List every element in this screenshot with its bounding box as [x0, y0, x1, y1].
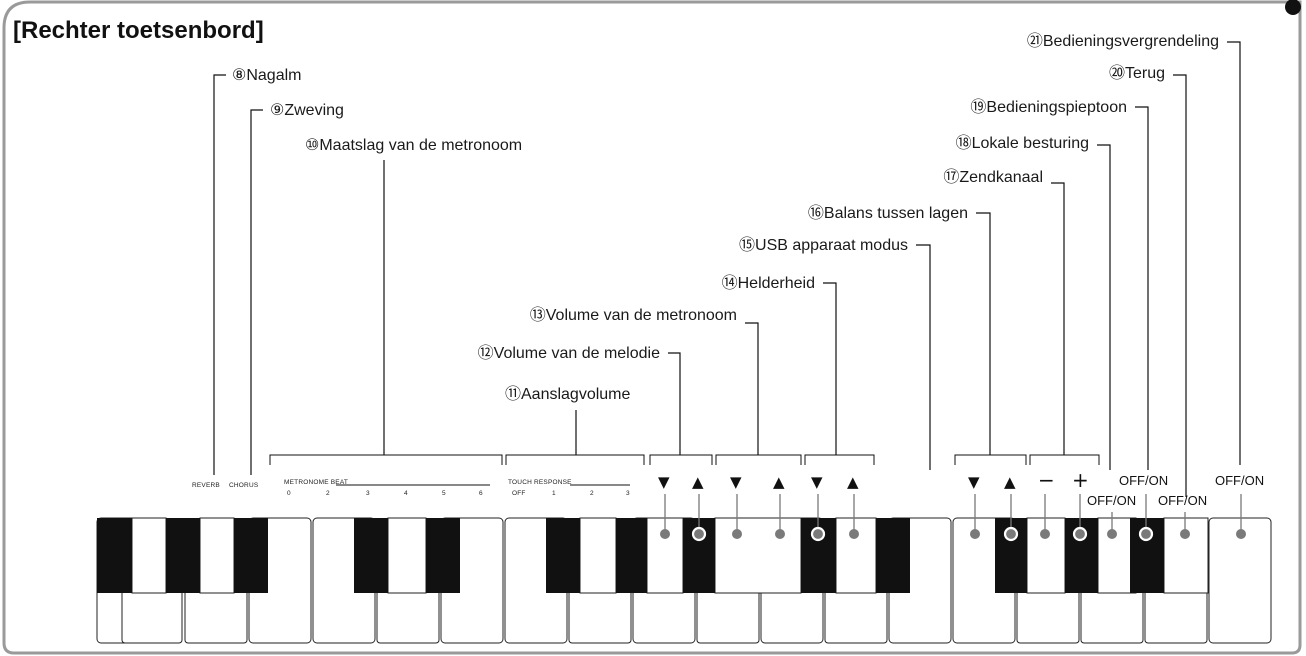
- white-key-top: [579, 517, 617, 594]
- beat-tick: 5: [442, 490, 446, 497]
- white-key-top: [835, 517, 877, 594]
- black-key: [426, 518, 460, 593]
- key-marker: [691, 526, 707, 542]
- key-marker: [732, 529, 742, 539]
- up-arrow-icon: ▲: [847, 473, 859, 491]
- panel-labels: REVERB CHORUS METRONOME BEAT 0 2 3 4 5 6…: [192, 468, 1264, 508]
- beat-tick: 3: [366, 490, 370, 497]
- touch-tick: 3: [626, 490, 630, 497]
- white-key-top: [714, 517, 802, 594]
- off-on-label: OFF/ON: [1087, 493, 1136, 508]
- white-key-tops: [131, 517, 1209, 594]
- key-marker: [1180, 529, 1190, 539]
- callout-back: ⑳Terug: [1109, 64, 1165, 82]
- callout-metronome-volume: ⑬Volume van de metronoom: [530, 306, 737, 324]
- beat-tick: 2: [326, 490, 330, 497]
- black-key: [876, 518, 910, 593]
- black-key: [546, 518, 580, 593]
- black-key: [234, 518, 268, 593]
- white-key-top: [131, 517, 167, 594]
- white-key: [824, 589, 888, 644]
- beat-tick: 4: [404, 490, 408, 497]
- touch-tick: OFF: [512, 490, 526, 497]
- white-key-top: [199, 517, 235, 594]
- page-title: [Rechter toetsenbord]: [13, 17, 264, 44]
- white-key-top: [387, 517, 427, 594]
- beat-tick: 0: [287, 490, 291, 497]
- key-marker: [970, 529, 980, 539]
- down-arrow-icon: ▼: [811, 473, 823, 491]
- key-marker: [1072, 526, 1088, 542]
- up-arrow-icon: ▲: [692, 473, 704, 491]
- down-arrow-icon: ▼: [658, 473, 670, 491]
- callout-reverb: ⑧Nagalm: [232, 67, 301, 84]
- plus-icon: +: [1072, 468, 1089, 492]
- white-key: [121, 589, 183, 644]
- chorus-label: CHORUS: [229, 482, 259, 489]
- callout-operation-lock: ㉑Bedieningsvergrendeling: [1027, 32, 1219, 50]
- black-keys: [97, 518, 1164, 593]
- white-key: [1080, 589, 1144, 644]
- white-key: [1016, 589, 1080, 644]
- white-key-top: [1163, 517, 1209, 594]
- key-marker: [1107, 529, 1117, 539]
- metronome-beat-label: METRONOME BEAT: [284, 479, 348, 486]
- key-marker: [775, 529, 785, 539]
- minus-icon: −: [1038, 468, 1055, 492]
- callouts: ⑧Nagalm ⑨Zweving ⑩Maatslag van de metron…: [232, 32, 1219, 403]
- down-arrow-icon: ▼: [968, 473, 980, 491]
- key-marker: [849, 529, 859, 539]
- key-marker: [1236, 529, 1246, 539]
- touch-tick: 2: [590, 490, 594, 497]
- off-on-label: OFF/ON: [1119, 473, 1168, 488]
- black-key: [354, 518, 388, 593]
- off-on-label: OFF/ON: [1158, 493, 1207, 508]
- black-key: [166, 518, 200, 593]
- off-on-label: OFF/ON: [1215, 473, 1264, 488]
- white-key: [696, 589, 760, 644]
- leader-lines: [213, 41, 1241, 497]
- black-key: [97, 518, 132, 593]
- key-marker: [1138, 526, 1154, 542]
- callout-send-channel: ⑰Zendkanaal: [943, 168, 1043, 186]
- key-marker: [810, 526, 826, 542]
- white-key: [1208, 517, 1272, 644]
- key-markers: [660, 494, 1246, 542]
- callout-brightness: ⑭Helderheid: [722, 274, 815, 292]
- callout-local-control: ⑱Lokale besturing: [956, 134, 1089, 152]
- callout-layer-balance: ⑯Balans tussen lagen: [808, 204, 968, 222]
- key-marker: [1003, 526, 1019, 542]
- corner-dot: [1285, 0, 1301, 15]
- callout-touch-volume: ⑪Aanslagvolume: [505, 385, 631, 403]
- reverb-label: REVERB: [192, 482, 220, 489]
- white-key: [568, 589, 632, 644]
- group-brackets: [269, 454, 1100, 465]
- key-marker: [660, 529, 670, 539]
- touch-response-label: TOUCH RESPONSE: [508, 479, 572, 486]
- callout-operation-tone: ⑲Bedieningspieptoon: [970, 98, 1127, 116]
- touch-tick: 1: [552, 490, 556, 497]
- callout-usb-mode: ⑮USB apparaat modus: [739, 236, 908, 254]
- beat-tick: 6: [479, 490, 483, 497]
- white-key-top: [1097, 517, 1137, 594]
- black-key: [616, 518, 647, 593]
- white-key: [376, 589, 440, 644]
- up-arrow-icon: ▲: [1004, 473, 1016, 491]
- down-arrow-icon: ▼: [730, 473, 742, 491]
- callout-metronome-beat: ⑩Maatslag van de metronoom: [305, 137, 522, 154]
- callout-chorus: ⑨Zweving: [270, 102, 344, 119]
- key-marker: [1040, 529, 1050, 539]
- white-key: [184, 589, 248, 644]
- white-key: [1144, 589, 1208, 644]
- callout-melody-volume: ⑫Volume van de melodie: [478, 344, 660, 362]
- up-arrow-icon: ▲: [773, 473, 785, 491]
